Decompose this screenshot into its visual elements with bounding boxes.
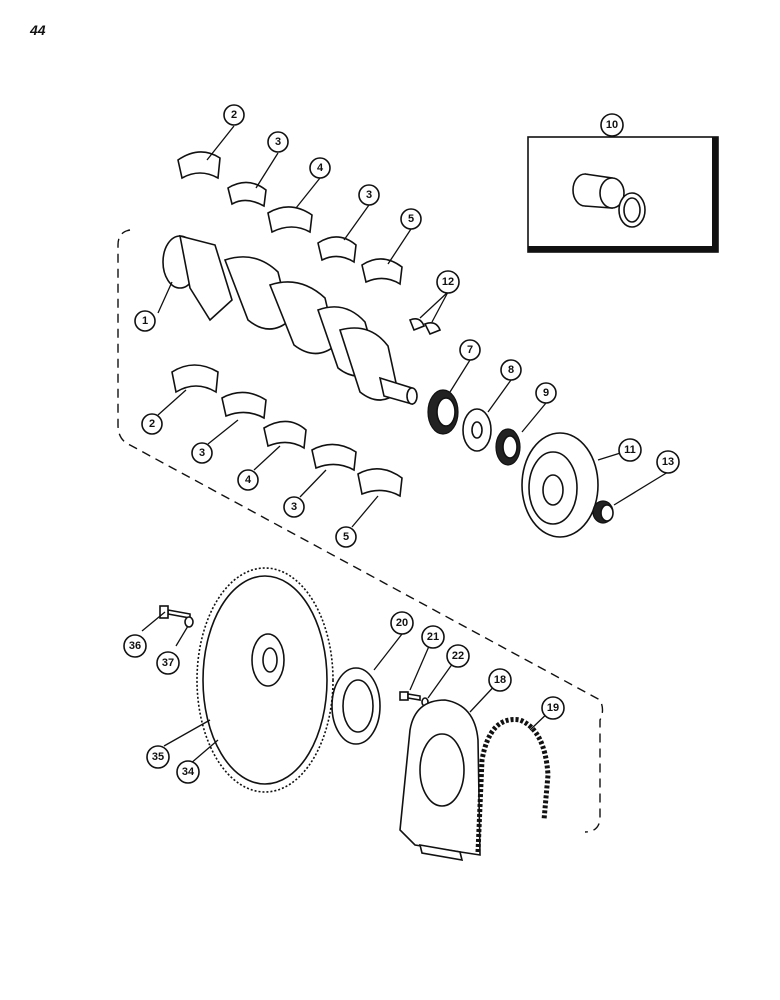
- callout-label: 1: [142, 315, 148, 327]
- callout-35: 35: [146, 745, 170, 769]
- callout-11: 11: [618, 438, 642, 462]
- callout-label: 2: [231, 109, 237, 121]
- gear-part: [427, 389, 459, 435]
- key-part: [408, 318, 442, 336]
- retainer-bolt-part: [399, 691, 421, 701]
- callout-label: 3: [275, 136, 281, 148]
- callout-label: 20: [396, 617, 408, 629]
- rear-seal-inner: [342, 679, 374, 733]
- callout-label: 12: [442, 276, 454, 288]
- callout-37: 37: [156, 651, 180, 675]
- callout-label: 5: [408, 213, 414, 225]
- callout-5-upper: 5: [400, 208, 422, 230]
- seal-retainer-part: [399, 699, 481, 862]
- nut-face: [600, 504, 614, 522]
- callout-20: 20: [390, 611, 414, 635]
- callout-label: 36: [129, 640, 141, 652]
- callout-7: 7: [459, 339, 481, 361]
- callout-8: 8: [500, 359, 522, 381]
- callout-label: 7: [467, 344, 473, 356]
- callout-3-lower-b: 3: [283, 496, 305, 518]
- callout-1: 1: [134, 310, 156, 332]
- callout-label: 10: [606, 119, 618, 131]
- callout-label: 21: [427, 631, 439, 643]
- lock-washer-part: [184, 616, 194, 628]
- callout-label: 4: [245, 474, 252, 486]
- callout-3-upper-b: 3: [358, 184, 380, 206]
- callout-label: 22: [452, 650, 464, 662]
- callout-3-upper-a: 3: [267, 131, 289, 153]
- callout-label: 4: [317, 162, 324, 174]
- crankshaft-part: [162, 234, 418, 406]
- callout-label: 3: [291, 501, 297, 513]
- callout-22: 22: [446, 644, 470, 668]
- callout-label: 2: [149, 418, 155, 430]
- callout-label: 13: [662, 456, 674, 468]
- callout-label: 3: [366, 189, 372, 201]
- callout-label: 3: [199, 447, 205, 459]
- callout-label: 9: [543, 387, 549, 399]
- gasket-part: [475, 717, 551, 853]
- washer-hole: [471, 421, 483, 439]
- callout-5-lower: 5: [335, 526, 357, 548]
- callout-2-lower: 2: [141, 413, 163, 435]
- callout-12: 12: [436, 270, 460, 294]
- callout-label: 8: [508, 364, 514, 376]
- callout-label: 11: [624, 444, 636, 456]
- assembly-boundary-upper: [117, 229, 604, 833]
- callout-label: 19: [547, 702, 559, 714]
- bushing-part: [572, 173, 646, 228]
- callout-36: 36: [123, 634, 147, 658]
- inset-box-shadow: [528, 246, 718, 252]
- callout-9: 9: [535, 382, 557, 404]
- front-seal-inner: [502, 435, 518, 459]
- pulley-part: [521, 432, 599, 538]
- callout-label: 5: [343, 531, 349, 543]
- callout-18: 18: [488, 668, 512, 692]
- callout-10: 10: [600, 113, 624, 137]
- callout-3-lower-a: 3: [191, 442, 213, 464]
- callout-label: 35: [152, 751, 164, 763]
- callout-34: 34: [176, 760, 200, 784]
- page-number: 44: [30, 22, 46, 38]
- callout-2-upper: 2: [223, 104, 245, 126]
- callout-label: 34: [182, 766, 195, 778]
- callout-4-upper: 4: [309, 157, 331, 179]
- callout-13: 13: [656, 450, 680, 474]
- callout-label: 18: [494, 674, 506, 686]
- bearing-shell-lower: [171, 364, 403, 498]
- callout-21: 21: [421, 625, 445, 649]
- bearing-shell-upper: [177, 151, 403, 286]
- callout-label: 37: [162, 657, 174, 669]
- callout-4-lower: 4: [237, 469, 259, 491]
- flywheel-part: [196, 567, 334, 793]
- callout-19: 19: [541, 696, 565, 720]
- leader-lines: [141, 125, 669, 765]
- inset-box-shadow-side: [712, 137, 718, 252]
